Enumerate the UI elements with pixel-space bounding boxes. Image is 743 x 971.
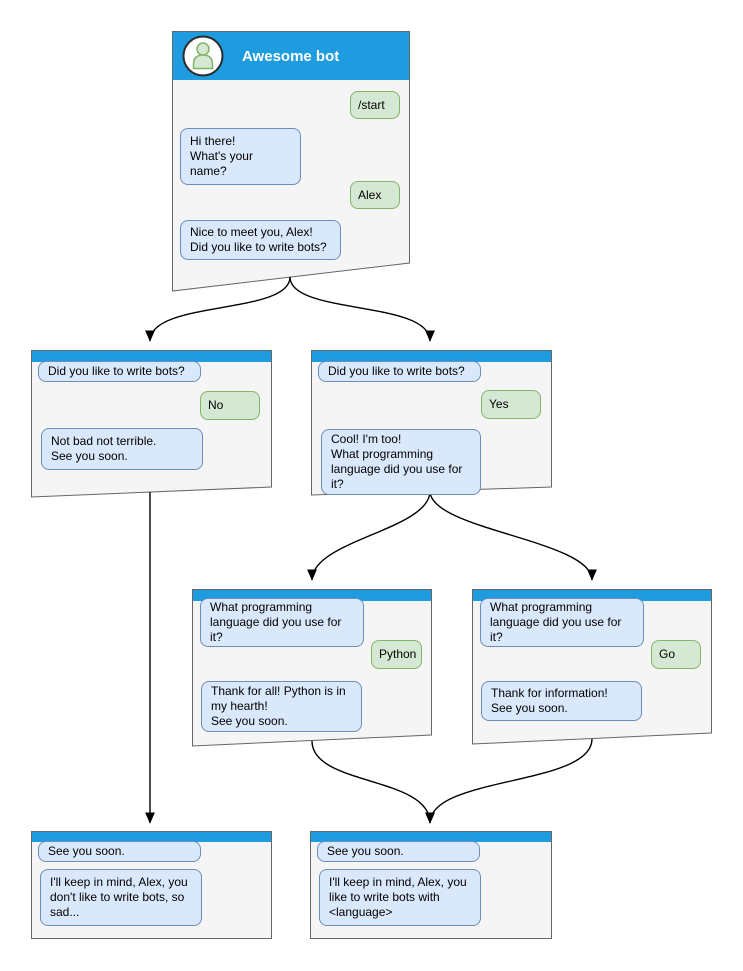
chat-title: Awesome bot [242,47,340,65]
user-message-bubble: Yes [481,390,541,419]
bot-message-bubble: What programming language did you use fo… [200,598,364,647]
chat-header-python [193,590,431,601]
user-message-bubble: Python [371,640,422,669]
connector-go-to-end [425,738,593,824]
bot-message-bubble: Did you like to write bots? [38,361,201,382]
user-message-bubble: Alex [350,181,400,209]
connector-yes-to-python [307,490,431,581]
connector-python-to-end [311,740,435,824]
bot-message-bubble: Cool! I'm too! What programming language… [321,429,481,495]
bot-message-bubble: I'll keep in mind, Alex, you like to wri… [319,869,481,926]
connector-start-to-no [145,276,291,342]
chat-header-branch-no [32,351,271,362]
bot-message-bubble: Not bad not terrible. See you soon. [41,428,203,470]
bot-avatar-icon [182,35,224,77]
bot-message-bubble: See you soon. [317,841,480,862]
chat-header-end-no [32,832,271,842]
bot-message-bubble: I'll keep in mind, Alex, you don't like … [40,869,202,926]
chat-header-go [473,590,711,601]
chat-header-start: Awesome bot [173,32,409,80]
user-message-bubble: Go [651,640,701,669]
bot-message-bubble: Thank for all! Python is in my hearth! S… [201,681,362,732]
chat-header-end-yes [311,832,551,842]
chat-header-branch-yes [312,351,551,362]
connector-start-to-yes [289,276,435,342]
user-message-bubble: /start [350,91,400,119]
bot-message-bubble: Hi there! What's your name? [180,128,301,185]
bot-message-bubble: Thank for information! See you soon. [481,681,642,721]
bot-message-bubble: See you soon. [38,841,201,862]
user-message-bubble: No [200,391,260,420]
connector-yes-to-go [429,490,597,581]
bot-message-bubble: Did you like to write bots? [318,361,481,382]
bot-message-bubble: Nice to meet you, Alex! Did you like to … [180,220,341,260]
bot-message-bubble: What programming language did you use fo… [480,598,644,647]
